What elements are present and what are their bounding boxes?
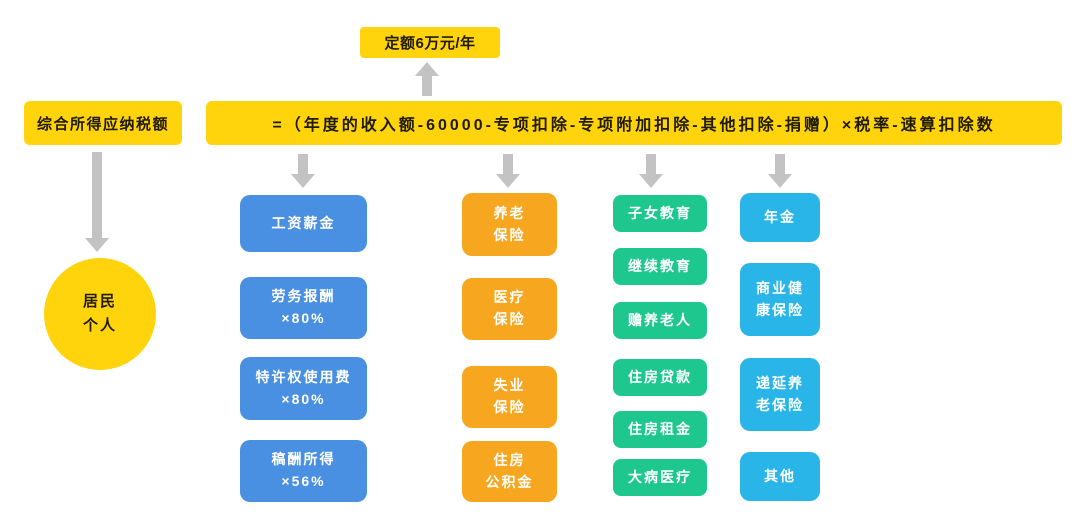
housing-fund-box: 住房 公积金 xyxy=(462,441,557,502)
housing-loan-box: 住房贷款 xyxy=(613,359,707,396)
arrow-head xyxy=(496,174,520,188)
deferred-pension-insurance-box: 递延养 老保险 xyxy=(740,358,820,431)
author-remuneration-box: 稿酬所得 ×56% xyxy=(240,440,367,502)
housing-rent-box: 住房租金 xyxy=(613,411,707,448)
continuing-education-box: 继续教育 xyxy=(613,248,707,285)
arrow-head xyxy=(291,174,315,188)
other-deduction-box: 其他 xyxy=(740,452,820,501)
other-deduction-column-arrow-icon xyxy=(768,154,792,188)
arrow-stem xyxy=(775,154,785,174)
arrow-head xyxy=(415,62,439,76)
arrow-stem xyxy=(422,76,432,96)
elderly-support-box: 赡养老人 xyxy=(613,302,707,339)
unemployment-insurance-box: 失业 保险 xyxy=(462,366,557,428)
additional-deduction-column-arrow-icon xyxy=(639,154,663,188)
children-education-box: 子女教育 xyxy=(613,195,707,232)
arrow-stem xyxy=(298,154,308,174)
resident-down-arrow-icon xyxy=(85,152,109,252)
annuity-box: 年金 xyxy=(740,193,820,242)
resident-individual-circle: 居民 个人 xyxy=(44,258,156,370)
quota-up-arrow-icon xyxy=(415,62,439,96)
arrow-stem xyxy=(92,152,102,238)
arrow-head xyxy=(768,174,792,188)
labor-remuneration-box: 劳务报酬 ×80% xyxy=(240,277,367,339)
formula-bar: =（年度的收入额-60000-专项扣除-专项附加扣除-其他扣除-捐赠）×税率-速… xyxy=(206,101,1062,145)
special-deduction-column-arrow-icon xyxy=(496,154,520,188)
medical-insurance-box: 医疗 保险 xyxy=(462,278,557,340)
commercial-health-insurance-box: 商业健 康保险 xyxy=(740,263,820,336)
income-column-arrow-icon xyxy=(291,154,315,188)
pension-insurance-box: 养老 保险 xyxy=(462,193,557,256)
serious-illness-box: 大病医疗 xyxy=(613,459,707,496)
arrow-stem xyxy=(646,154,656,174)
wage-salary-box: 工资薪金 xyxy=(240,195,367,252)
tax-payable-box: 综合所得应纳税额 xyxy=(24,101,182,145)
arrow-head xyxy=(85,238,109,252)
annual-quota-box: 定额6万元/年 xyxy=(360,27,500,58)
arrow-head xyxy=(639,174,663,188)
royalties-box: 特许权使用费 ×80% xyxy=(240,357,367,420)
arrow-stem xyxy=(503,154,513,174)
